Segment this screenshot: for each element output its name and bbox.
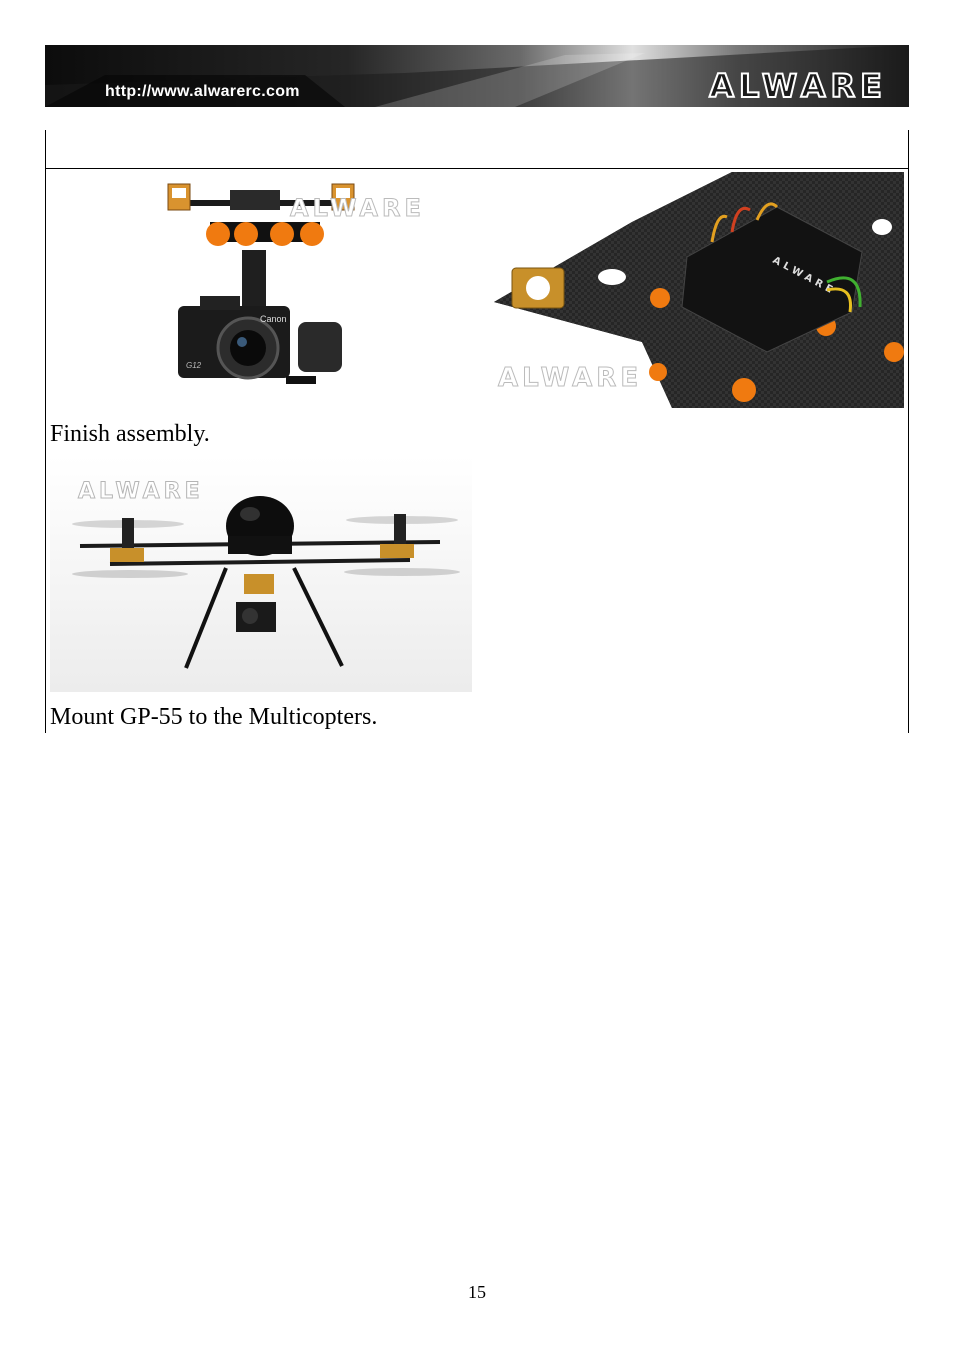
camera-brand-label: Canon — [260, 314, 287, 324]
multicopter-photo: ALWARE — [50, 456, 472, 692]
caption-finish-assembly: Finish assembly. — [50, 421, 210, 447]
header-banner: http://www.alwarerc.com ALWARE — [45, 45, 909, 107]
banner-sweep — [45, 45, 909, 107]
brand-logo: ALWARE — [708, 66, 887, 106]
camera-model-label: G12 — [186, 361, 202, 370]
watermark: ALWARE — [498, 363, 642, 393]
content-table — [45, 130, 909, 733]
caption-mount-gp55: Mount GP-55 to the Multicopters. — [50, 704, 378, 730]
table-right-border — [908, 130, 909, 733]
header-url: http://www.alwarerc.com — [105, 83, 300, 100]
gimbal-camera-photo: Canon G12 ALWARE — [50, 172, 470, 408]
table-row-divider — [45, 168, 909, 169]
table-left-border — [45, 130, 46, 733]
watermark: ALWARE — [290, 194, 425, 222]
frame-controller-photo: ALWARE ALWARE — [482, 172, 904, 408]
watermark: ALWARE — [78, 479, 204, 504]
page-number: 15 — [468, 1282, 486, 1302]
